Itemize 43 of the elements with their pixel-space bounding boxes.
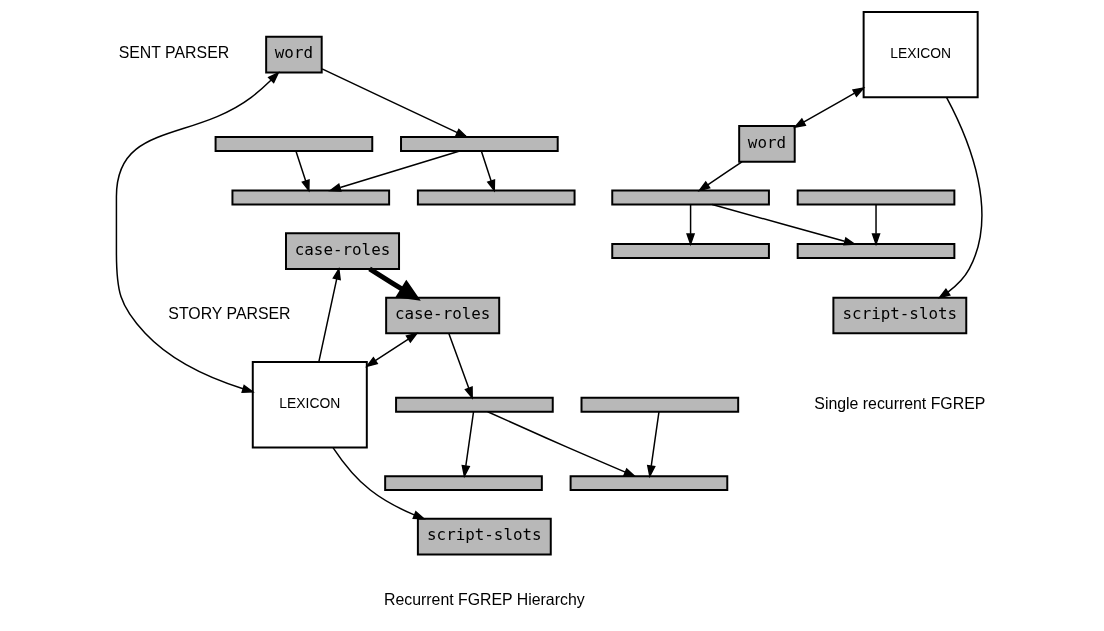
arrow bbox=[792, 87, 865, 129]
arrow bbox=[480, 150, 495, 193]
arrow bbox=[871, 204, 881, 247]
label: Recurrent FGREP Hierarchy bbox=[383, 590, 585, 608]
node-box: word bbox=[737, 125, 796, 163]
arrow bbox=[685, 204, 695, 247]
node-bar bbox=[796, 243, 955, 259]
node-box: script-slots bbox=[831, 296, 967, 335]
arrow bbox=[331, 447, 426, 520]
arrow bbox=[937, 96, 983, 299]
node-box: case-roles bbox=[284, 232, 400, 270]
label: STORY PARSER bbox=[167, 305, 291, 323]
arrow bbox=[317, 266, 341, 363]
node-bar bbox=[569, 475, 728, 491]
node-box: case-roles bbox=[384, 296, 500, 335]
arrow bbox=[364, 332, 419, 368]
arrow bbox=[460, 411, 474, 479]
arrow bbox=[697, 161, 743, 192]
arrow bbox=[294, 150, 310, 193]
node-bar bbox=[416, 189, 576, 206]
node-bar bbox=[610, 243, 770, 259]
arrow bbox=[447, 333, 473, 400]
node-bar bbox=[796, 189, 955, 206]
node-bar bbox=[610, 189, 770, 206]
arrow bbox=[367, 266, 421, 301]
label: Single recurrent FGREP bbox=[813, 394, 985, 412]
node-bar bbox=[394, 396, 554, 413]
node-bar bbox=[399, 136, 559, 152]
node-bar bbox=[383, 475, 543, 491]
node-box: script-slots bbox=[416, 517, 552, 556]
arrow bbox=[320, 68, 468, 138]
node-bar bbox=[580, 396, 739, 413]
arrow bbox=[646, 411, 660, 479]
arrow bbox=[486, 411, 637, 477]
node-box: word bbox=[264, 35, 323, 74]
arrow bbox=[711, 203, 857, 246]
node-bar bbox=[214, 136, 373, 152]
node-box: LEXICON bbox=[862, 11, 979, 99]
node-box: LEXICON bbox=[251, 361, 368, 449]
label: SENT PARSER bbox=[118, 44, 229, 62]
arrow bbox=[115, 71, 280, 393]
node-bar bbox=[230, 189, 390, 206]
arrow bbox=[327, 150, 460, 192]
